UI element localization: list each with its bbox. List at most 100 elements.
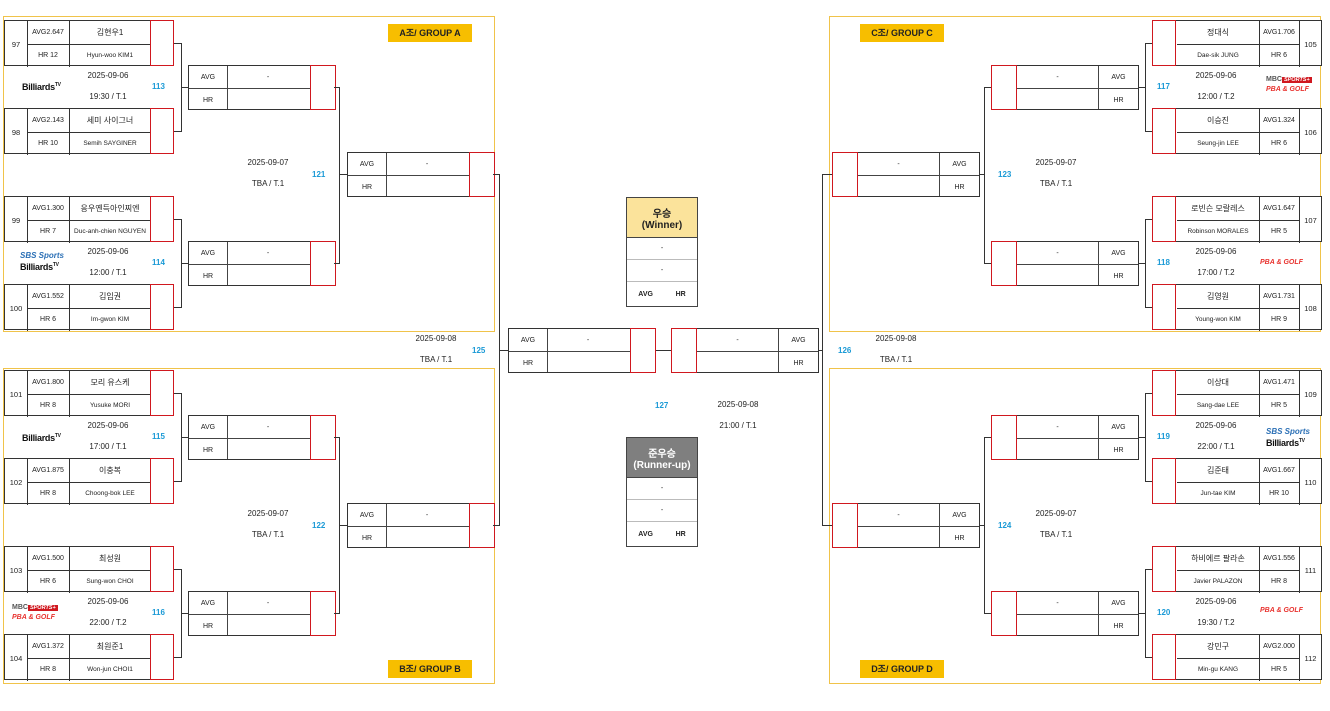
seed-number: 104 bbox=[9, 653, 23, 663]
score-box[interactable] bbox=[832, 503, 858, 548]
match-number: 122 bbox=[312, 521, 326, 530]
score-box[interactable] bbox=[150, 546, 174, 592]
match-time: TBA / T.1 bbox=[419, 355, 453, 364]
score-box[interactable] bbox=[310, 415, 336, 460]
divider bbox=[778, 329, 779, 372]
match-number: 116 bbox=[152, 608, 165, 617]
score-box[interactable] bbox=[671, 328, 697, 373]
divider bbox=[27, 482, 151, 483]
divider bbox=[27, 44, 151, 45]
score-dash: - bbox=[425, 511, 429, 519]
divider bbox=[348, 175, 494, 176]
billiards-tv-logo: BilliardsTV bbox=[22, 82, 61, 92]
score-box[interactable] bbox=[310, 65, 336, 110]
match-date: 2025-09-07 bbox=[247, 158, 289, 167]
player-hr: HR 8 bbox=[1271, 578, 1287, 585]
score-box[interactable] bbox=[630, 328, 656, 373]
divider bbox=[1177, 220, 1299, 221]
score-box[interactable] bbox=[991, 241, 1017, 286]
score-box[interactable] bbox=[991, 65, 1017, 110]
bracket-line bbox=[334, 613, 340, 614]
score-box[interactable] bbox=[1152, 458, 1176, 504]
seed-number: 106 bbox=[1304, 127, 1317, 137]
match-number: 117 bbox=[1157, 82, 1170, 91]
player-name-kr: 세미 사이그너 bbox=[86, 116, 134, 125]
player-name-en: Choong-bok LEE bbox=[85, 490, 135, 497]
match-date: 2025-09-07 bbox=[1035, 509, 1077, 518]
score-box[interactable] bbox=[150, 634, 174, 680]
billiards-text: Billiards bbox=[1266, 438, 1299, 448]
score-box[interactable] bbox=[150, 284, 174, 330]
player-name-en: Robinson MORALES bbox=[1187, 228, 1249, 235]
hr-label: HR bbox=[202, 272, 214, 280]
score-box[interactable] bbox=[310, 591, 336, 636]
avg-label: AVG bbox=[1111, 599, 1126, 607]
score-box[interactable] bbox=[991, 591, 1017, 636]
divider bbox=[386, 504, 387, 547]
bracket-line bbox=[984, 613, 991, 614]
score-box[interactable] bbox=[150, 370, 174, 416]
score-box[interactable] bbox=[1152, 546, 1176, 592]
player-name-kr: 모리 유스케 bbox=[90, 378, 130, 387]
player-name-kr: 이충복 bbox=[98, 466, 122, 475]
score-box[interactable] bbox=[469, 152, 495, 197]
score-box[interactable] bbox=[832, 152, 858, 197]
pba-golf-logo: PBA & GOLF bbox=[1266, 86, 1309, 93]
score-box[interactable] bbox=[1152, 284, 1176, 330]
score-box[interactable] bbox=[1152, 370, 1176, 416]
score-box[interactable] bbox=[310, 241, 336, 286]
player-avg: AVG2.143 bbox=[32, 117, 64, 124]
bracket-line bbox=[656, 350, 671, 351]
score-box[interactable] bbox=[1152, 634, 1176, 680]
divider bbox=[509, 351, 655, 352]
seed-number: 103 bbox=[9, 565, 23, 575]
player-hr: HR 6 bbox=[40, 316, 56, 323]
score-box[interactable] bbox=[150, 108, 174, 154]
seed-number: 101 bbox=[9, 389, 23, 399]
score-box[interactable] bbox=[1152, 196, 1176, 242]
score-box[interactable] bbox=[150, 20, 174, 66]
score-box[interactable] bbox=[991, 415, 1017, 460]
bracket-line bbox=[181, 437, 188, 438]
score-box[interactable] bbox=[150, 458, 174, 504]
divider bbox=[189, 88, 335, 89]
score-box[interactable] bbox=[150, 196, 174, 242]
score-box[interactable] bbox=[469, 503, 495, 548]
score-box[interactable] bbox=[1152, 108, 1176, 154]
divider bbox=[1299, 459, 1300, 505]
hr-label: HR bbox=[675, 290, 686, 298]
match-time: 21:00 / T.1 bbox=[719, 421, 757, 430]
match-date: 2025-09-07 bbox=[247, 509, 289, 518]
score-box[interactable] bbox=[1152, 20, 1176, 66]
